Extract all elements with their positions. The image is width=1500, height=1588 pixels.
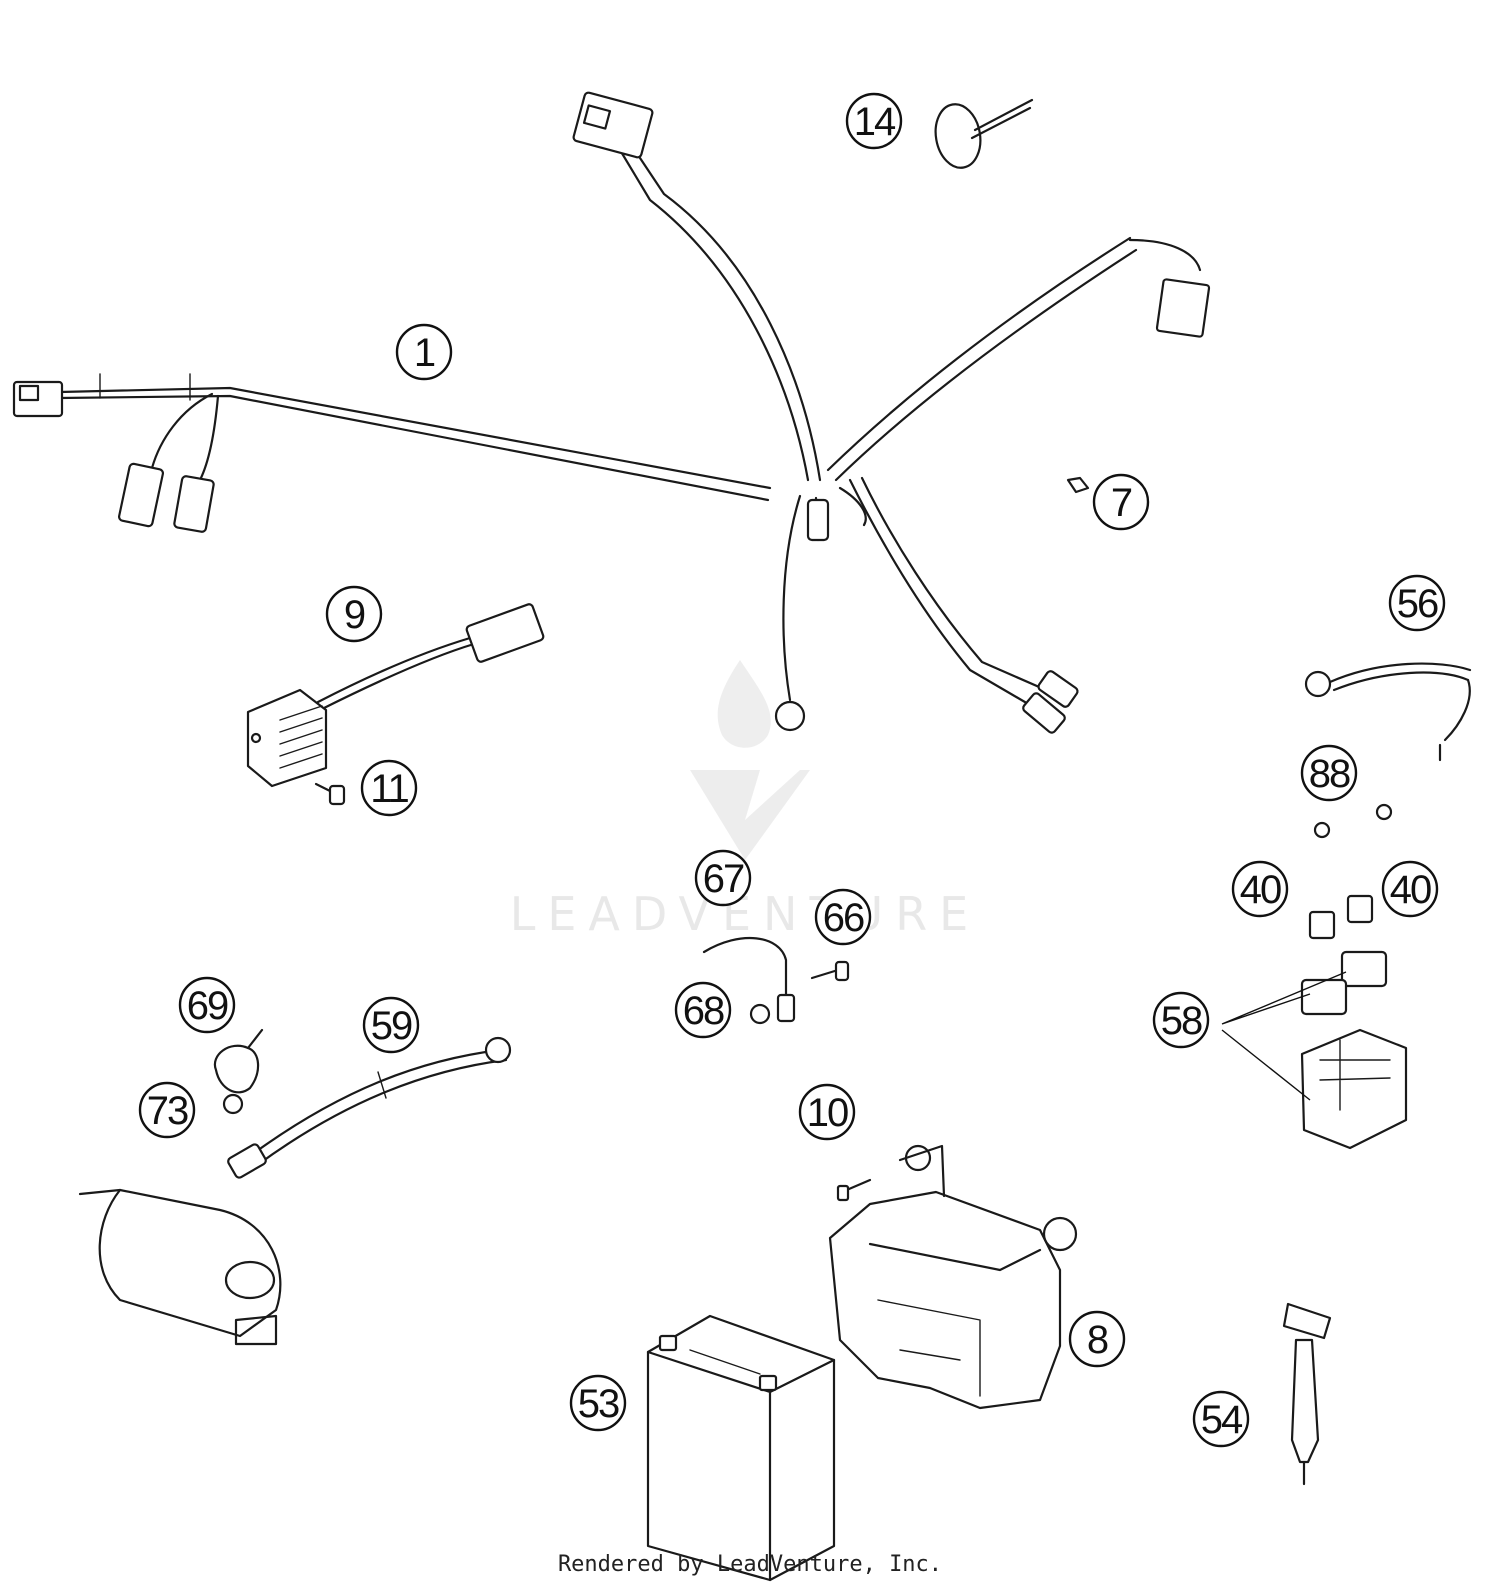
callout-circle	[178, 976, 236, 1034]
callout-label: 8	[1087, 1318, 1108, 1362]
callout-terminal-screws[interactable]: 88	[1300, 744, 1358, 802]
callout-circle	[1152, 991, 1210, 1049]
callout-label: 11	[370, 767, 408, 811]
battery-box-screw-drawing	[836, 1178, 872, 1202]
callout-label: 58	[1161, 999, 1202, 1043]
callout-ground-screw[interactable]: 66	[814, 888, 872, 946]
callout-circle	[360, 759, 418, 817]
callout-starter-cable[interactable]: 59	[362, 996, 420, 1054]
callout-circle	[694, 849, 752, 907]
callout-circle	[362, 996, 420, 1054]
callout-label: 14	[854, 100, 896, 144]
callout-starter-relay[interactable]: 58	[1152, 991, 1210, 1049]
callout-label: 69	[187, 984, 228, 1028]
voltage-regulator-drawing	[246, 603, 545, 788]
battery-holder-drawing	[828, 1144, 1078, 1410]
callout-circle	[814, 888, 872, 946]
callout-battery[interactable]: 53	[569, 1374, 627, 1432]
callout-label: 59	[371, 1004, 412, 1048]
callout-label: 67	[703, 857, 744, 901]
callout-circle	[845, 92, 903, 150]
callout-circle	[1388, 574, 1446, 632]
callout-circle	[1231, 860, 1289, 918]
callout-ground-washer[interactable]: 68	[674, 981, 732, 1039]
callout-circle	[138, 1081, 196, 1139]
callout-label: 53	[578, 1382, 619, 1426]
regulator-screw-drawing	[314, 782, 346, 806]
footer-credit: Rendered by LeadVenture, Inc.	[557, 1552, 943, 1577]
callout-clip[interactable]: 7	[1092, 473, 1150, 531]
callout-label: 54	[1201, 1398, 1243, 1442]
callout-voltage-regulator[interactable]: 9	[325, 585, 383, 643]
watermark-flame-icon	[717, 660, 771, 748]
callout-fuse-right[interactable]: 40	[1381, 860, 1439, 918]
callout-battery-box-screw[interactable]: 10	[798, 1083, 856, 1141]
ground-wire-drawing	[702, 936, 796, 1023]
clip-drawing	[1066, 476, 1090, 494]
fuses-drawing	[1308, 894, 1374, 940]
callout-battery-vent-hose[interactable]: 54	[1192, 1390, 1250, 1448]
positive-cable-drawing	[1304, 662, 1472, 762]
callout-circle	[1068, 1310, 1126, 1368]
watermark-v-icon	[690, 770, 810, 860]
callout-positive-cable[interactable]: 56	[1388, 574, 1446, 632]
callout-label: 88	[1309, 752, 1350, 796]
terminal-cap-drawing	[213, 1028, 264, 1094]
starter-nut-drawing	[222, 1093, 244, 1115]
callout-fuse-left[interactable]: 40	[1231, 860, 1289, 918]
callout-regulator-screw[interactable]: 11	[360, 759, 418, 817]
callout-label: 1	[414, 331, 435, 375]
starter-relay-drawing	[1221, 950, 1408, 1150]
callout-label: 40	[1240, 868, 1281, 912]
callout-circle	[1381, 860, 1439, 918]
callout-circle	[1192, 1390, 1250, 1448]
starter-motor-drawing	[78, 1188, 282, 1346]
callout-cable-tie[interactable]: 14	[845, 92, 903, 150]
terminal-screws-drawing	[1313, 803, 1393, 839]
callout-label: 40	[1390, 868, 1431, 912]
battery-vent-hose-drawing	[1282, 1302, 1332, 1486]
callout-label: 73	[147, 1089, 188, 1133]
callout-battery-holder[interactable]: 8	[1068, 1310, 1126, 1368]
wiring-harness-drawing	[12, 91, 1211, 734]
callout-terminal-cap[interactable]: 69	[178, 976, 236, 1034]
battery-drawing	[646, 1314, 836, 1582]
callout-label: 66	[823, 896, 864, 940]
callout-label: 7	[1111, 481, 1132, 525]
callout-ground-wire[interactable]: 67	[694, 849, 752, 907]
callout-wiring-harness[interactable]: 1	[395, 323, 453, 381]
ground-washer-drawing	[749, 1003, 771, 1025]
callout-starter-nut[interactable]: 73	[138, 1081, 196, 1139]
callout-label: 56	[1397, 582, 1438, 626]
callout-label: 68	[683, 989, 724, 1033]
starter-cable-drawing	[227, 1036, 512, 1179]
ground-screw-drawing	[810, 960, 850, 982]
callout-circle	[395, 323, 453, 381]
callout-circle	[798, 1083, 856, 1141]
callout-circle	[569, 1374, 627, 1432]
callouts: 1 14 7 9 11 56 88 40 40 58 67 66 68 69 59 73 10 8 53 54	[138, 92, 1446, 1448]
callout-label: 10	[807, 1091, 848, 1135]
watermark: LEADVENTURE	[510, 660, 968, 941]
cable-tie-drawing	[934, 98, 1034, 169]
callout-circle	[1300, 744, 1358, 802]
callout-circle	[325, 585, 383, 643]
callout-circle	[674, 981, 732, 1039]
callout-circle	[1092, 473, 1150, 531]
callout-label: 9	[344, 593, 365, 637]
